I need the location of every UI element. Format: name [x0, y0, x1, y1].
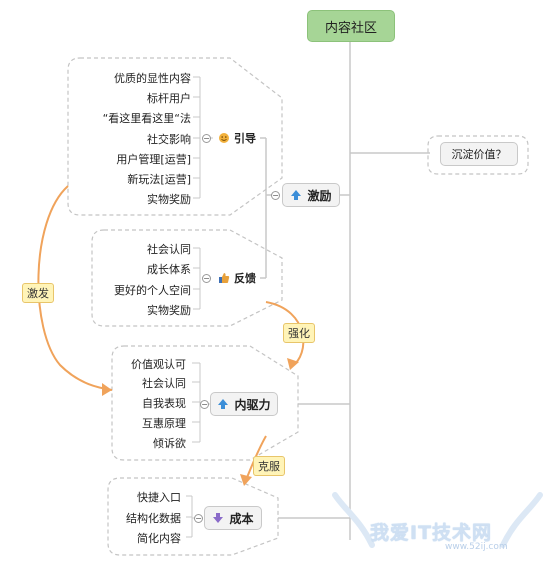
- watermark-url: www.52ij.com: [445, 542, 508, 552]
- leaf-item: 社交影响: [147, 133, 191, 146]
- leaf-item: 实物奖励: [147, 304, 191, 317]
- topic-chengben[interactable]: 成本: [204, 506, 262, 530]
- subtopic-yindao[interactable]: 引导: [214, 128, 260, 148]
- leaf-item: 简化内容: [137, 532, 181, 545]
- collapse-toggle[interactable]: −: [200, 400, 209, 409]
- leaf-item: 成长体系: [147, 263, 191, 276]
- arrow-up-icon: [291, 190, 302, 200]
- leaf-item: 自我表现: [142, 397, 186, 410]
- leaf-item: 快捷入口: [137, 491, 181, 504]
- leaf-item: 用户管理[运营]: [116, 153, 191, 166]
- topic-chendian-label: 沉淀价值？: [451, 148, 507, 161]
- collapse-toggle[interactable]: −: [202, 134, 211, 143]
- relation-label-jifa: 激发: [22, 283, 54, 303]
- subtopic-yindao-label: 引导: [234, 132, 256, 145]
- topic-neiquli-label: 内驱力: [234, 397, 271, 412]
- topic-chengben-label: 成本: [229, 511, 254, 526]
- collapse-toggle[interactable]: −: [194, 514, 203, 523]
- leaf-item: “看这里看这里“法: [102, 112, 191, 125]
- topic-neiquli[interactable]: 内驱力: [210, 392, 278, 416]
- subtopic-fankui[interactable]: 反馈: [214, 268, 260, 288]
- leaf-item: 倾诉欲: [153, 437, 186, 450]
- leaf-item: 实物奖励: [147, 193, 191, 206]
- leaf-item: 标杆用户: [147, 92, 191, 105]
- arrow-down-icon: [213, 513, 224, 523]
- leaf-item: 社会认同: [142, 377, 186, 390]
- topic-chendian[interactable]: 沉淀价值？: [440, 142, 518, 166]
- root-label: 内容社区: [324, 20, 377, 36]
- collapse-toggle[interactable]: −: [202, 274, 211, 283]
- leaf-item: 价值观认可: [131, 358, 186, 371]
- smiley-icon: [219, 133, 229, 143]
- root-node[interactable]: 内容社区: [307, 10, 395, 42]
- thumbs-up-icon: [219, 273, 230, 283]
- topic-jili-label: 激励: [307, 188, 332, 203]
- watermark-logo: 我爱IT技术网: [370, 522, 493, 544]
- collapse-toggle[interactable]: −: [271, 191, 280, 200]
- leaf-item: 优质的显性内容: [114, 72, 191, 85]
- relation-label-qianghua: 强化: [283, 323, 315, 343]
- leaf-item: 更好的个人空间: [114, 284, 191, 297]
- leaf-item: 互惠原理: [142, 417, 186, 430]
- relation-label-kefu: 克服: [253, 456, 285, 476]
- subtopic-fankui-label: 反馈: [234, 272, 256, 285]
- arrow-up-icon: [218, 399, 229, 409]
- topic-jili[interactable]: 激励: [282, 183, 340, 207]
- leaf-item: 社会认同: [147, 243, 191, 256]
- leaf-item: 结构化数据: [126, 512, 181, 525]
- leaf-item: 新玩法[运营]: [127, 173, 191, 186]
